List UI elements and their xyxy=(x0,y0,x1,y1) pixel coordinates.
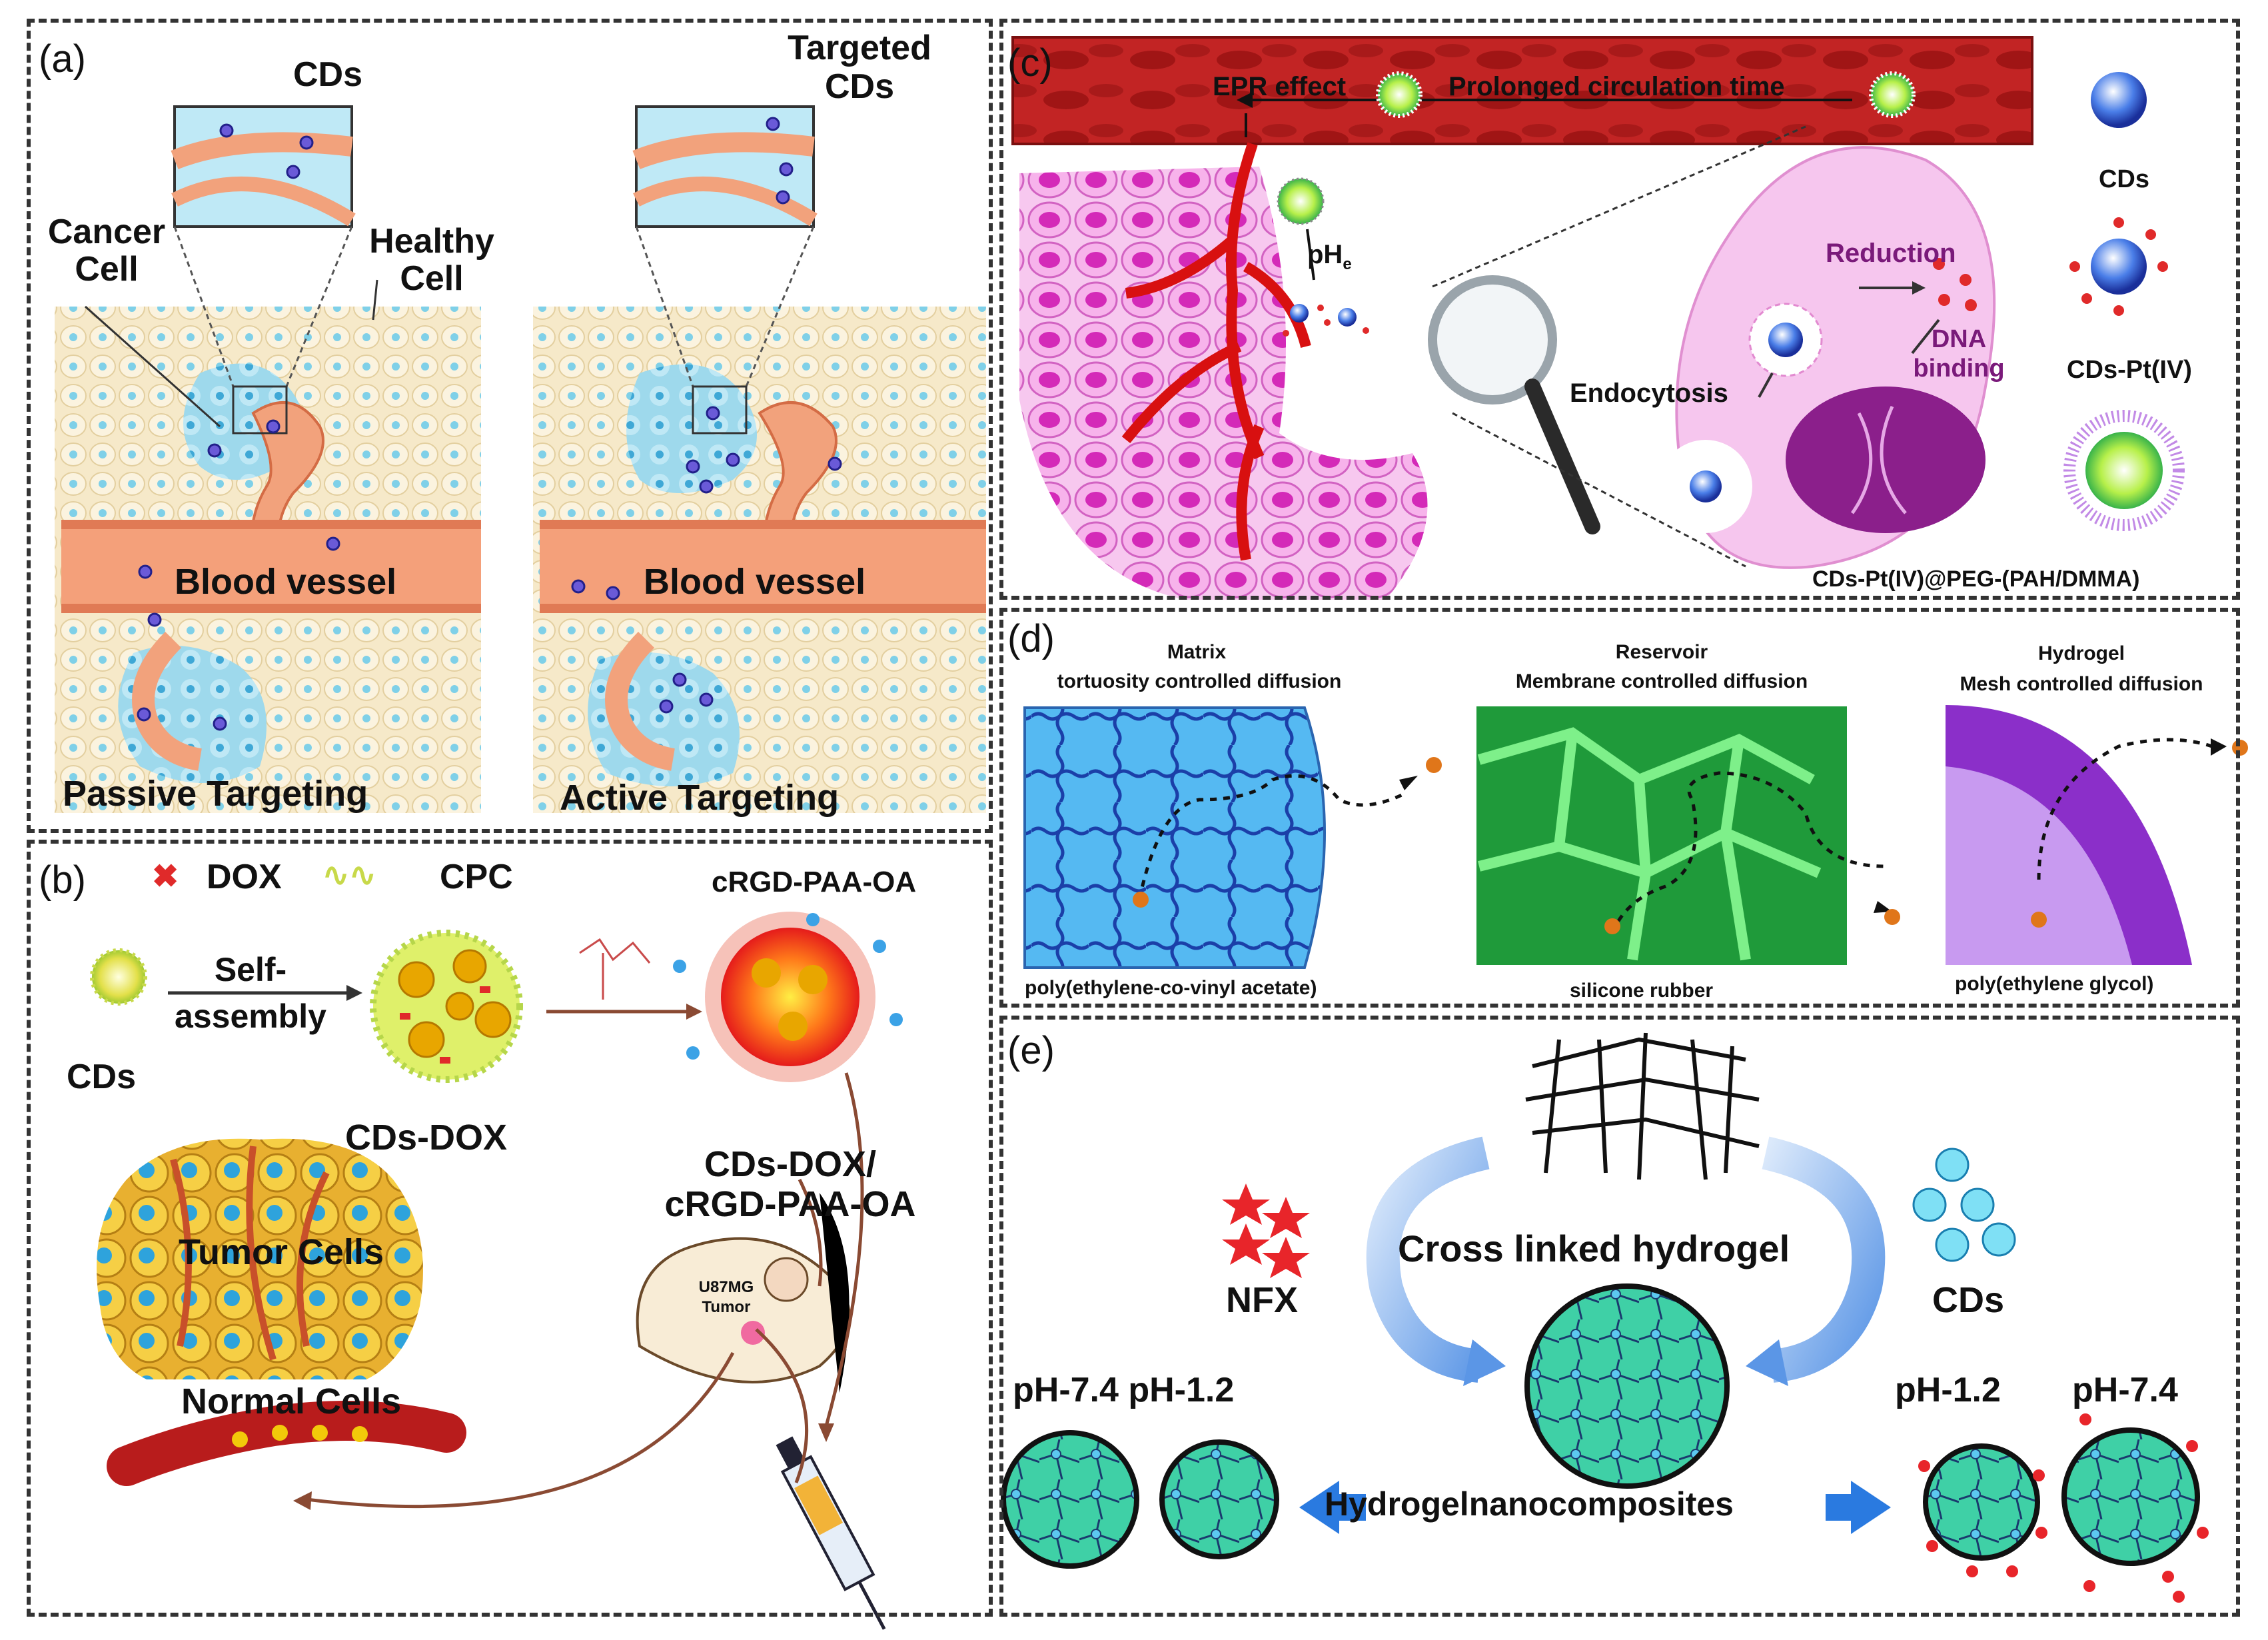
mouse-label-line1: U87MG xyxy=(698,1278,754,1296)
ph-left-label: pH-7.4 pH-1.2 xyxy=(1013,1371,1235,1409)
blood-vessel-right-label: Blood vessel xyxy=(644,562,866,602)
legend-peg-label: CDs-Pt(IV)@PEG-(PAH/DMMA) xyxy=(1812,566,2140,592)
panel-c xyxy=(999,19,2240,600)
panel-c-artwork xyxy=(1011,36,2185,600)
matrix-title: Matrix xyxy=(1167,641,1227,663)
healthy-cell-line2: Cell xyxy=(400,259,464,298)
active-targeting-label: Active Targeting xyxy=(560,778,840,818)
crgd-label: cRGD-PAA-OA xyxy=(712,866,917,898)
panel-c-label: (c) xyxy=(1007,41,1053,85)
cds-dox-label: CDs-DOX xyxy=(345,1118,508,1158)
blood-vessel-left-label: Blood vessel xyxy=(175,562,397,602)
dna-binding-line1: DNA xyxy=(1931,325,1987,353)
healthy-cell-line1: Healthy xyxy=(369,222,494,261)
passive-targeting-label: Passive Targeting xyxy=(63,774,368,814)
normal-cells-label: Normal Cells xyxy=(181,1381,402,1421)
hydrogel-title: Hydrogel xyxy=(2037,642,2125,664)
matrix-subtitle: tortuosity controlled diffusion xyxy=(1057,670,1342,692)
cancer-cell-line1: Cancer xyxy=(47,213,166,251)
nfx-label: NFX xyxy=(1226,1280,1298,1320)
panel-b-label: (b) xyxy=(39,858,86,902)
panel-d-label: (d) xyxy=(1007,617,1055,660)
panel-a xyxy=(27,19,993,833)
cds-label-b: CDs xyxy=(67,1058,137,1096)
ph-label: pHe xyxy=(1307,240,1352,273)
ph-right-2-label: pH-7.4 xyxy=(2072,1371,2178,1409)
legend-cds-label: CDs xyxy=(2098,165,2150,193)
panel-a-artwork xyxy=(55,105,986,813)
panel-e-label: (e) xyxy=(1007,1029,1055,1072)
panel-b-artwork xyxy=(90,912,903,1630)
panel-d-artwork xyxy=(1023,705,2248,969)
dox-legend-label: DOX xyxy=(207,858,282,896)
cds-dox-crgd-line2: cRGD-PAA-OA xyxy=(664,1184,916,1224)
hydrogel-material: poly(ethylene glycol) xyxy=(1955,973,2154,995)
mouse-label-line2: Tumor xyxy=(702,1298,751,1316)
prolonged-circulation-label: Prolonged circulation time xyxy=(1448,72,1785,101)
dox-icon: ✖ xyxy=(152,859,179,894)
targeted-cds-line1: Targeted xyxy=(788,29,931,67)
cancer-cell-line2: Cell xyxy=(75,250,139,289)
reduction-label: Reduction xyxy=(1826,239,1956,268)
self-assembly-line2: assembly xyxy=(175,998,326,1035)
targeted-cds-line2: CDs xyxy=(824,67,895,106)
panel-d xyxy=(999,608,2240,1008)
crosslinked-hydrogel-label: Cross linked hydrogel xyxy=(1398,1228,1790,1269)
cds-label-a: CDs xyxy=(293,55,363,94)
epr-effect-label: EPR effect xyxy=(1213,72,1347,101)
cds-dox-crgd-line1: CDs-DOX/ xyxy=(704,1144,877,1184)
reservoir-subtitle: Membrane controlled diffusion xyxy=(1515,670,1808,692)
panel-e xyxy=(999,1016,2240,1617)
panel-e-artwork xyxy=(1001,1032,2209,1603)
nanocomposites-label: Hydrogelnanocomposites xyxy=(1325,1485,1734,1523)
matrix-material: poly(ethylene-co-vinyl acetate) xyxy=(1025,977,1317,999)
ph-right-1-label: pH-1.2 xyxy=(1895,1371,2001,1409)
self-assembly-line1: Self- xyxy=(214,951,287,988)
cpc-icon: ∿∿ xyxy=(322,858,376,893)
reservoir-material: silicone rubber xyxy=(1570,980,1714,1002)
endocytosis-label: Endocytosis xyxy=(1570,379,1728,408)
legend-cds-pt-label: CDs-Pt(IV) xyxy=(2067,356,2192,384)
tumor-cells-label: Tumor Cells xyxy=(179,1232,384,1272)
cds-label-e: CDs xyxy=(1932,1280,2005,1320)
panel-a-label: (a) xyxy=(39,37,86,81)
hydrogel-subtitle: Mesh controlled diffusion xyxy=(1960,673,2203,695)
panel-b xyxy=(27,840,993,1617)
reservoir-title: Reservoir xyxy=(1615,641,1708,663)
cpc-legend-label: CPC xyxy=(440,858,513,896)
dna-binding-line2: binding xyxy=(1913,355,2005,383)
